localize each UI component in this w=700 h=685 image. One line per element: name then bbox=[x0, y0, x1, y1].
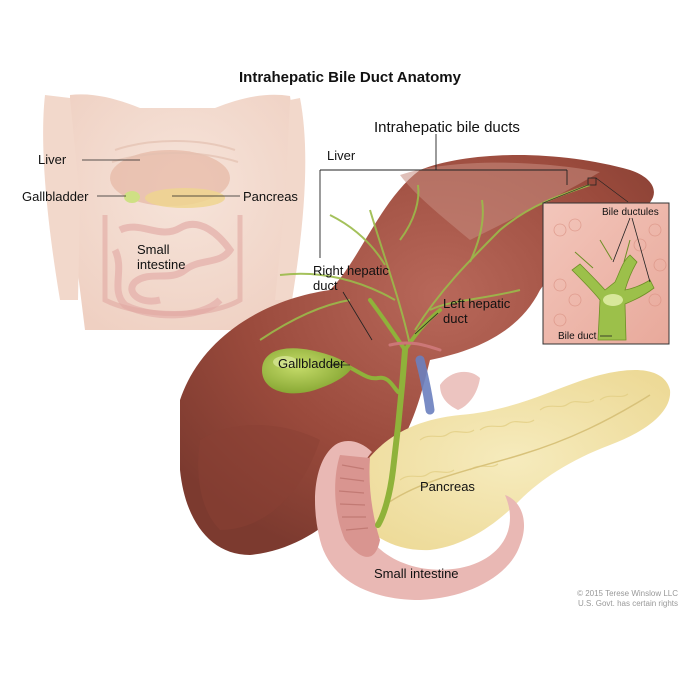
left-arm bbox=[43, 95, 80, 300]
bile-ducts-bracket bbox=[319, 134, 568, 258]
body-pancreas-shape bbox=[145, 188, 225, 208]
stomach-shape bbox=[440, 371, 480, 410]
hepatic-artery bbox=[388, 341, 442, 352]
main-small-intestine bbox=[315, 440, 525, 600]
main-pancreas bbox=[355, 370, 671, 551]
left-hepatic-duct-label-1: Left hepatic bbox=[443, 296, 511, 311]
torso-figure bbox=[43, 94, 306, 330]
inset-source-marker bbox=[587, 177, 597, 186]
main-gallbladder-label: Gallbladder bbox=[278, 356, 345, 371]
inset-cell-texture bbox=[553, 218, 667, 327]
duodenum-shape bbox=[315, 440, 525, 600]
body-gallbladder-label: Gallbladder bbox=[22, 189, 89, 204]
inset-connector-bottom bbox=[542, 184, 589, 204]
diagram-title: Intrahepatic Bile Duct Anatomy bbox=[239, 69, 461, 86]
pancreas-lobule-texture bbox=[399, 393, 629, 481]
inset-duct-lumen bbox=[603, 294, 623, 306]
pancreatic-duct bbox=[384, 394, 651, 506]
right-arm bbox=[275, 98, 306, 300]
inset-ductule-lines bbox=[574, 239, 631, 269]
portal-vein bbox=[415, 355, 435, 415]
gallbladder-highlight bbox=[273, 356, 297, 368]
body-liver-label: Liver bbox=[38, 152, 67, 167]
intrahepatic-bile-ducts-label: Intrahepatic bile ducts bbox=[374, 119, 520, 136]
main-gallbladder bbox=[262, 348, 352, 394]
inset-bile-duct-label: Bile duct bbox=[558, 331, 597, 342]
bile-ductule-inset bbox=[542, 202, 670, 345]
body-colon-shape bbox=[102, 215, 243, 316]
inset-connector-top bbox=[595, 177, 629, 203]
common-bile-duct bbox=[375, 347, 408, 528]
intrahepatic-duct-branches bbox=[259, 184, 591, 346]
duodenum-folds bbox=[338, 464, 369, 531]
liver-highlight bbox=[400, 162, 600, 240]
main-small-intestine-label: Small intestine bbox=[374, 566, 459, 581]
main-leader-lines bbox=[330, 291, 439, 366]
body-pancreas-label: Pancreas bbox=[243, 189, 298, 204]
right-hepatic-duct-path bbox=[368, 298, 407, 352]
credit-line-2: U.S. Govt. has certain rights bbox=[577, 599, 678, 608]
main-pancreas-label: Pancreas bbox=[420, 479, 475, 494]
inset-leader-lines bbox=[600, 217, 651, 337]
right-hepatic-duct-label-1: Right hepatic bbox=[313, 263, 389, 278]
body-leader-lines bbox=[82, 159, 240, 197]
main-liver bbox=[180, 155, 654, 555]
liver-lower-lobe-shade bbox=[198, 425, 320, 530]
body-small-intestine-label-1: Small bbox=[137, 242, 170, 257]
right-hepatic-duct-label-2: duct bbox=[313, 278, 338, 293]
pancreas-shape bbox=[355, 370, 671, 551]
left-hepatic-duct-label-2: duct bbox=[443, 311, 468, 326]
bile-ductules-label: Bile ductules bbox=[602, 207, 659, 218]
credit-line-1: © 2015 Terese Winslow LLC bbox=[577, 589, 678, 598]
duodenum-inner bbox=[335, 455, 380, 557]
body-ribs bbox=[111, 140, 239, 163]
main-liver-label: Liver bbox=[327, 148, 356, 163]
body-small-intestine-label-2: intestine bbox=[137, 257, 186, 272]
body-gallbladder-shape bbox=[124, 191, 140, 203]
cystic-duct bbox=[343, 363, 400, 394]
copyright-credit: © 2015 Terese Winslow LLC U.S. Govt. has… bbox=[577, 589, 678, 609]
